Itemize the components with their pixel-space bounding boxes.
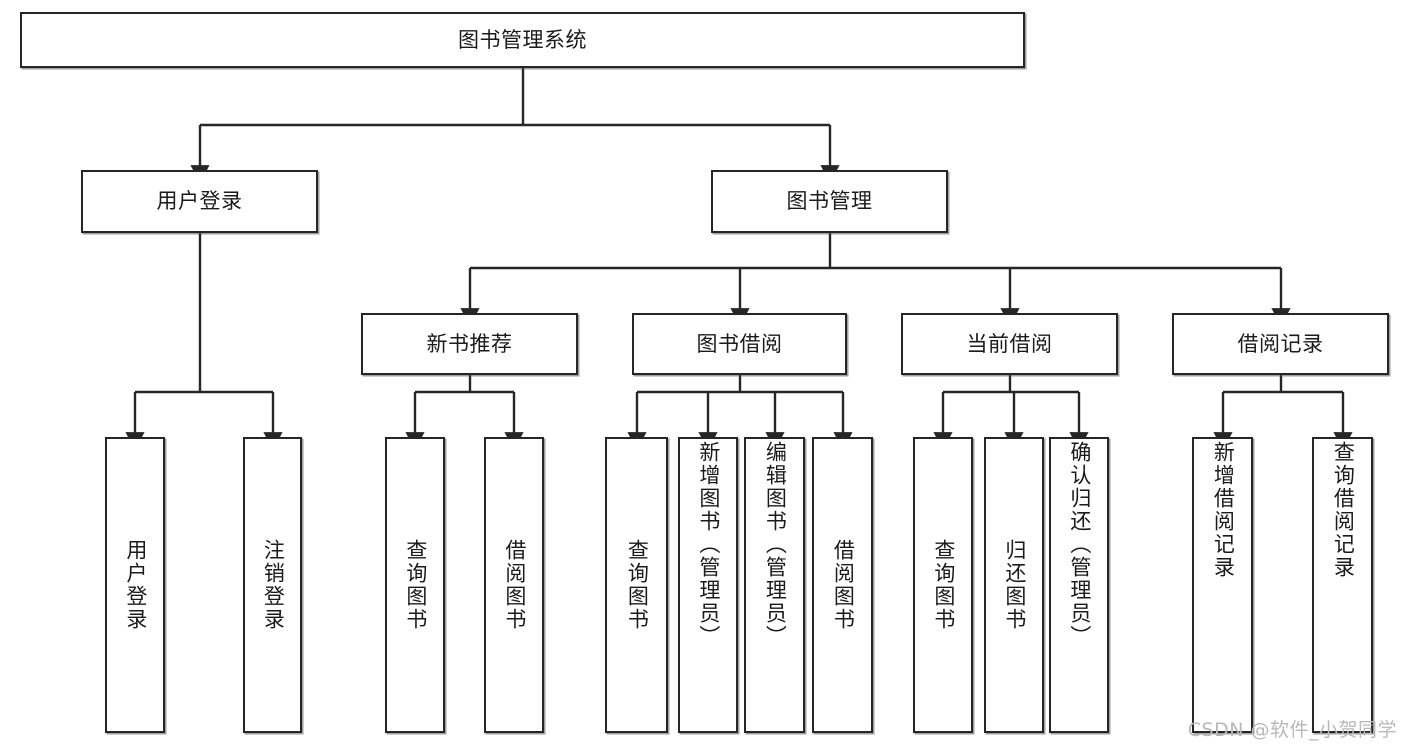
node-label-leaf-logout: 注销登录 bbox=[261, 539, 286, 631]
node-label-leaf-query-book-1: 查询图书 bbox=[403, 539, 428, 631]
node-label-book-borrow: 图书借阅 bbox=[696, 331, 783, 356]
node-book-manage[interactable]: 图书管理 bbox=[711, 170, 948, 233]
node-leaf-borrow-book-2[interactable]: 借阅图书 bbox=[812, 437, 873, 733]
node-label-leaf-query-record: 查询借阅记录 bbox=[1331, 441, 1356, 579]
node-label-leaf-borrow-book-1: 借阅图书 bbox=[502, 539, 527, 631]
node-label-leaf-user-login: 用户登录 bbox=[123, 539, 148, 631]
node-user-login[interactable]: 用户登录 bbox=[81, 170, 318, 233]
node-label-user-login: 用户登录 bbox=[156, 189, 243, 214]
node-leaf-user-login[interactable]: 用户登录 bbox=[105, 437, 165, 733]
node-leaf-query-book-2[interactable]: 查询图书 bbox=[605, 437, 668, 733]
node-label-new-book-rec: 新书推荐 bbox=[426, 331, 513, 356]
node-label-leaf-query-book-3: 查询图书 bbox=[931, 539, 956, 631]
node-label-current-borrow: 当前借阅 bbox=[966, 331, 1053, 356]
node-label-leaf-borrow-book-2: 借阅图书 bbox=[831, 539, 856, 631]
node-leaf-query-book-1[interactable]: 查询图书 bbox=[385, 437, 445, 733]
node-root[interactable]: 图书管理系统 bbox=[20, 12, 1025, 68]
node-book-borrow[interactable]: 图书借阅 bbox=[632, 313, 847, 375]
node-label-borrow-record: 借阅记录 bbox=[1237, 331, 1324, 356]
csdn-watermark: CSDN @软件_小贺同学 bbox=[1187, 719, 1397, 741]
node-new-book-rec[interactable]: 新书推荐 bbox=[361, 313, 578, 375]
node-leaf-query-record[interactable]: 查询借阅记录 bbox=[1312, 437, 1373, 733]
node-leaf-borrow-book-1[interactable]: 借阅图书 bbox=[484, 437, 544, 733]
node-label-leaf-add-book: 新增图书（管理员） bbox=[696, 441, 721, 648]
node-leaf-edit-book[interactable]: 编辑图书（管理员） bbox=[744, 437, 805, 733]
node-borrow-record[interactable]: 借阅记录 bbox=[1172, 313, 1389, 375]
node-label-leaf-return-book: 归还图书 bbox=[1002, 539, 1027, 631]
node-label-leaf-query-book-2: 查询图书 bbox=[625, 539, 650, 631]
node-leaf-return-book[interactable]: 归还图书 bbox=[984, 437, 1044, 733]
node-leaf-add-record[interactable]: 新增借阅记录 bbox=[1192, 437, 1253, 733]
node-label-root: 图书管理系统 bbox=[458, 27, 587, 52]
node-leaf-add-book[interactable]: 新增图书（管理员） bbox=[678, 437, 738, 733]
node-leaf-confirm-return[interactable]: 确认归还（管理员） bbox=[1049, 437, 1109, 733]
node-label-leaf-edit-book: 编辑图书（管理员） bbox=[763, 441, 788, 648]
node-label-book-manage: 图书管理 bbox=[786, 189, 873, 214]
node-label-leaf-confirm-return: 确认归还（管理员） bbox=[1067, 441, 1092, 648]
node-current-borrow[interactable]: 当前借阅 bbox=[901, 313, 1118, 375]
node-leaf-query-book-3[interactable]: 查询图书 bbox=[913, 437, 973, 733]
node-label-leaf-add-record: 新增借阅记录 bbox=[1211, 441, 1236, 579]
node-leaf-logout[interactable]: 注销登录 bbox=[243, 437, 302, 733]
